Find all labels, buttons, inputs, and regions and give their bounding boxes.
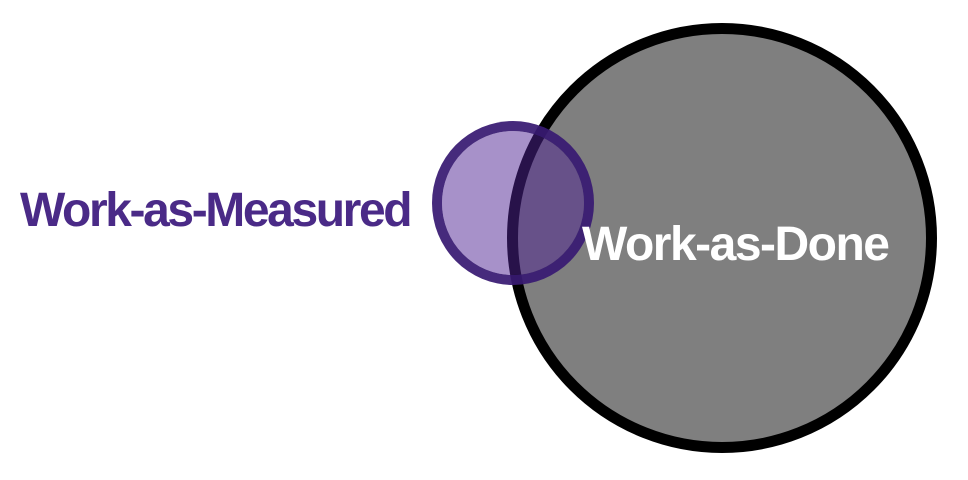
work-as-done-label: Work-as-Done (582, 218, 890, 271)
work-as-measured-label: Work-as-Measured (20, 184, 413, 237)
work-as-measured-circle (432, 121, 594, 285)
